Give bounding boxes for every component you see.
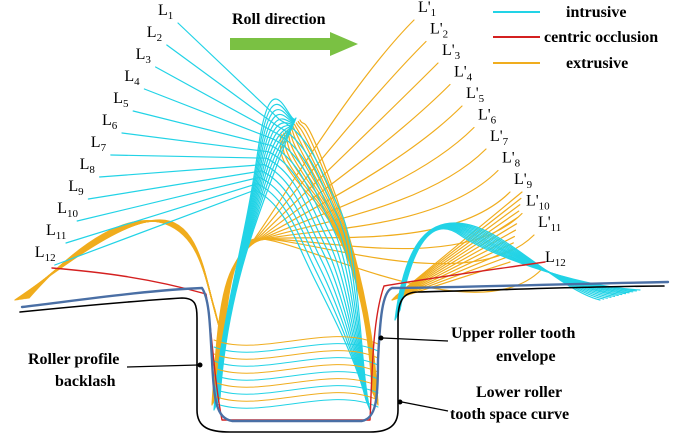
line-label-left-1: L1 <box>158 2 173 22</box>
extrusive-inner-curve <box>279 135 373 392</box>
curve-layer <box>14 19 670 433</box>
envelope-point <box>378 335 384 341</box>
extrusive-flank-curve <box>219 238 542 392</box>
line-label-left-12: L12 <box>35 244 56 264</box>
space-point <box>397 399 403 405</box>
legend-label-intrusive: intrusive <box>566 4 626 21</box>
extrusive-inner-curve <box>297 120 379 405</box>
line-label-right-11: L'11 <box>538 214 561 234</box>
intrusive-flank-curve <box>121 132 369 407</box>
slot-crossing-curve <box>213 364 379 374</box>
backlash-leader <box>126 364 199 368</box>
line-label-right-10: L'10 <box>526 193 550 213</box>
slot-crossing-curve <box>213 385 379 395</box>
slot-crossing-curve <box>213 350 379 360</box>
intrusive-flank-curve <box>99 163 369 405</box>
envelope-leader <box>382 337 449 342</box>
line-label-left-3: L3 <box>136 46 152 66</box>
line-label-left-10: L10 <box>57 200 78 220</box>
extrusive-right-flank <box>391 261 511 301</box>
line-label-left-11: L11 <box>46 222 66 242</box>
backlash-label-line1: Roller profile <box>28 351 119 368</box>
line-label-right-6: L'6 <box>478 107 497 127</box>
extrusive-flank-curve <box>218 234 535 393</box>
intrusive-flank-curve <box>65 183 367 402</box>
slot-crossing-curve <box>213 392 379 402</box>
line-label-right-12: L12 <box>545 249 566 269</box>
legend-label-extrusive: extrusive <box>566 55 628 72</box>
intrusive-flank-curve <box>132 110 370 407</box>
intrusive-flank-curve <box>166 44 371 410</box>
line-label-left-8: L8 <box>80 156 96 176</box>
extrusive-flank-curve <box>211 19 415 406</box>
line-label-right-5: L'5 <box>466 85 485 105</box>
backlash-point <box>197 362 203 368</box>
intrusive-inner-curve <box>219 127 293 399</box>
slot-crossing-curve <box>213 343 379 353</box>
upper-roller-envelope <box>20 280 670 423</box>
envelope-label-line1: Upper roller tooth <box>451 325 576 342</box>
extrusive-right-flank <box>394 210 520 298</box>
space-leader <box>401 401 449 412</box>
intrusive-right-hump <box>397 226 627 315</box>
intrusive-flank-curve <box>87 170 368 404</box>
line-label-right-3: L'3 <box>442 42 461 62</box>
extrusive-flank-curve <box>217 212 523 395</box>
slot-crossing-curve <box>213 371 379 381</box>
line-label-left-4: L4 <box>124 68 140 88</box>
extrusive-right-flank <box>395 191 523 297</box>
intrusive-flank-curve <box>143 88 370 408</box>
line-label-right-7: L'7 <box>490 128 509 148</box>
line-label-right-2: L'2 <box>430 21 448 41</box>
extrusive-flank-curve <box>216 169 499 397</box>
roll-direction-arrow <box>230 32 358 56</box>
backlash-label-line2: backlash <box>55 373 116 390</box>
space-label-line1: Lower roller <box>476 384 562 401</box>
intrusive-flank-curve <box>155 66 370 409</box>
legend: intrusive centric occlusion extrusive <box>493 4 658 72</box>
line-label-left-7: L7 <box>91 134 107 154</box>
line-label-left-9: L9 <box>68 178 84 198</box>
line-label-right-1: L'1 <box>418 0 436 19</box>
lower-roller-tooth-space-curve <box>19 285 665 433</box>
line-label-right-4: L'4 <box>454 64 473 84</box>
slot-crossing-curve <box>213 357 379 367</box>
intrusive-right-hump <box>399 228 641 311</box>
intrusive-flank-curve <box>177 22 371 411</box>
annotations: Roller profile backlash Upper roller too… <box>28 325 576 423</box>
legend-label-centric-occlusion: centric occlusion <box>544 29 658 46</box>
envelope-label-line2: envelope <box>496 348 556 365</box>
line-label-right-9: L'9 <box>514 171 533 191</box>
line-label-right-8: L'8 <box>502 150 521 170</box>
line-label-left-2: L2 <box>147 24 162 44</box>
intrusive-flank-curve <box>76 176 368 403</box>
intrusive-flank-curve <box>54 189 367 401</box>
line-label-left-5: L5 <box>113 90 129 110</box>
slot-crossing-curve <box>213 336 379 346</box>
line-label-left-6: L6 <box>102 112 118 132</box>
space-label-line2: tooth space curve <box>450 406 569 423</box>
slot-crossing-curve <box>213 378 379 388</box>
slot-crossing-curve <box>213 399 379 409</box>
intrusive-flank-curve <box>110 154 369 406</box>
roll-direction-label: Roll direction <box>232 11 326 28</box>
